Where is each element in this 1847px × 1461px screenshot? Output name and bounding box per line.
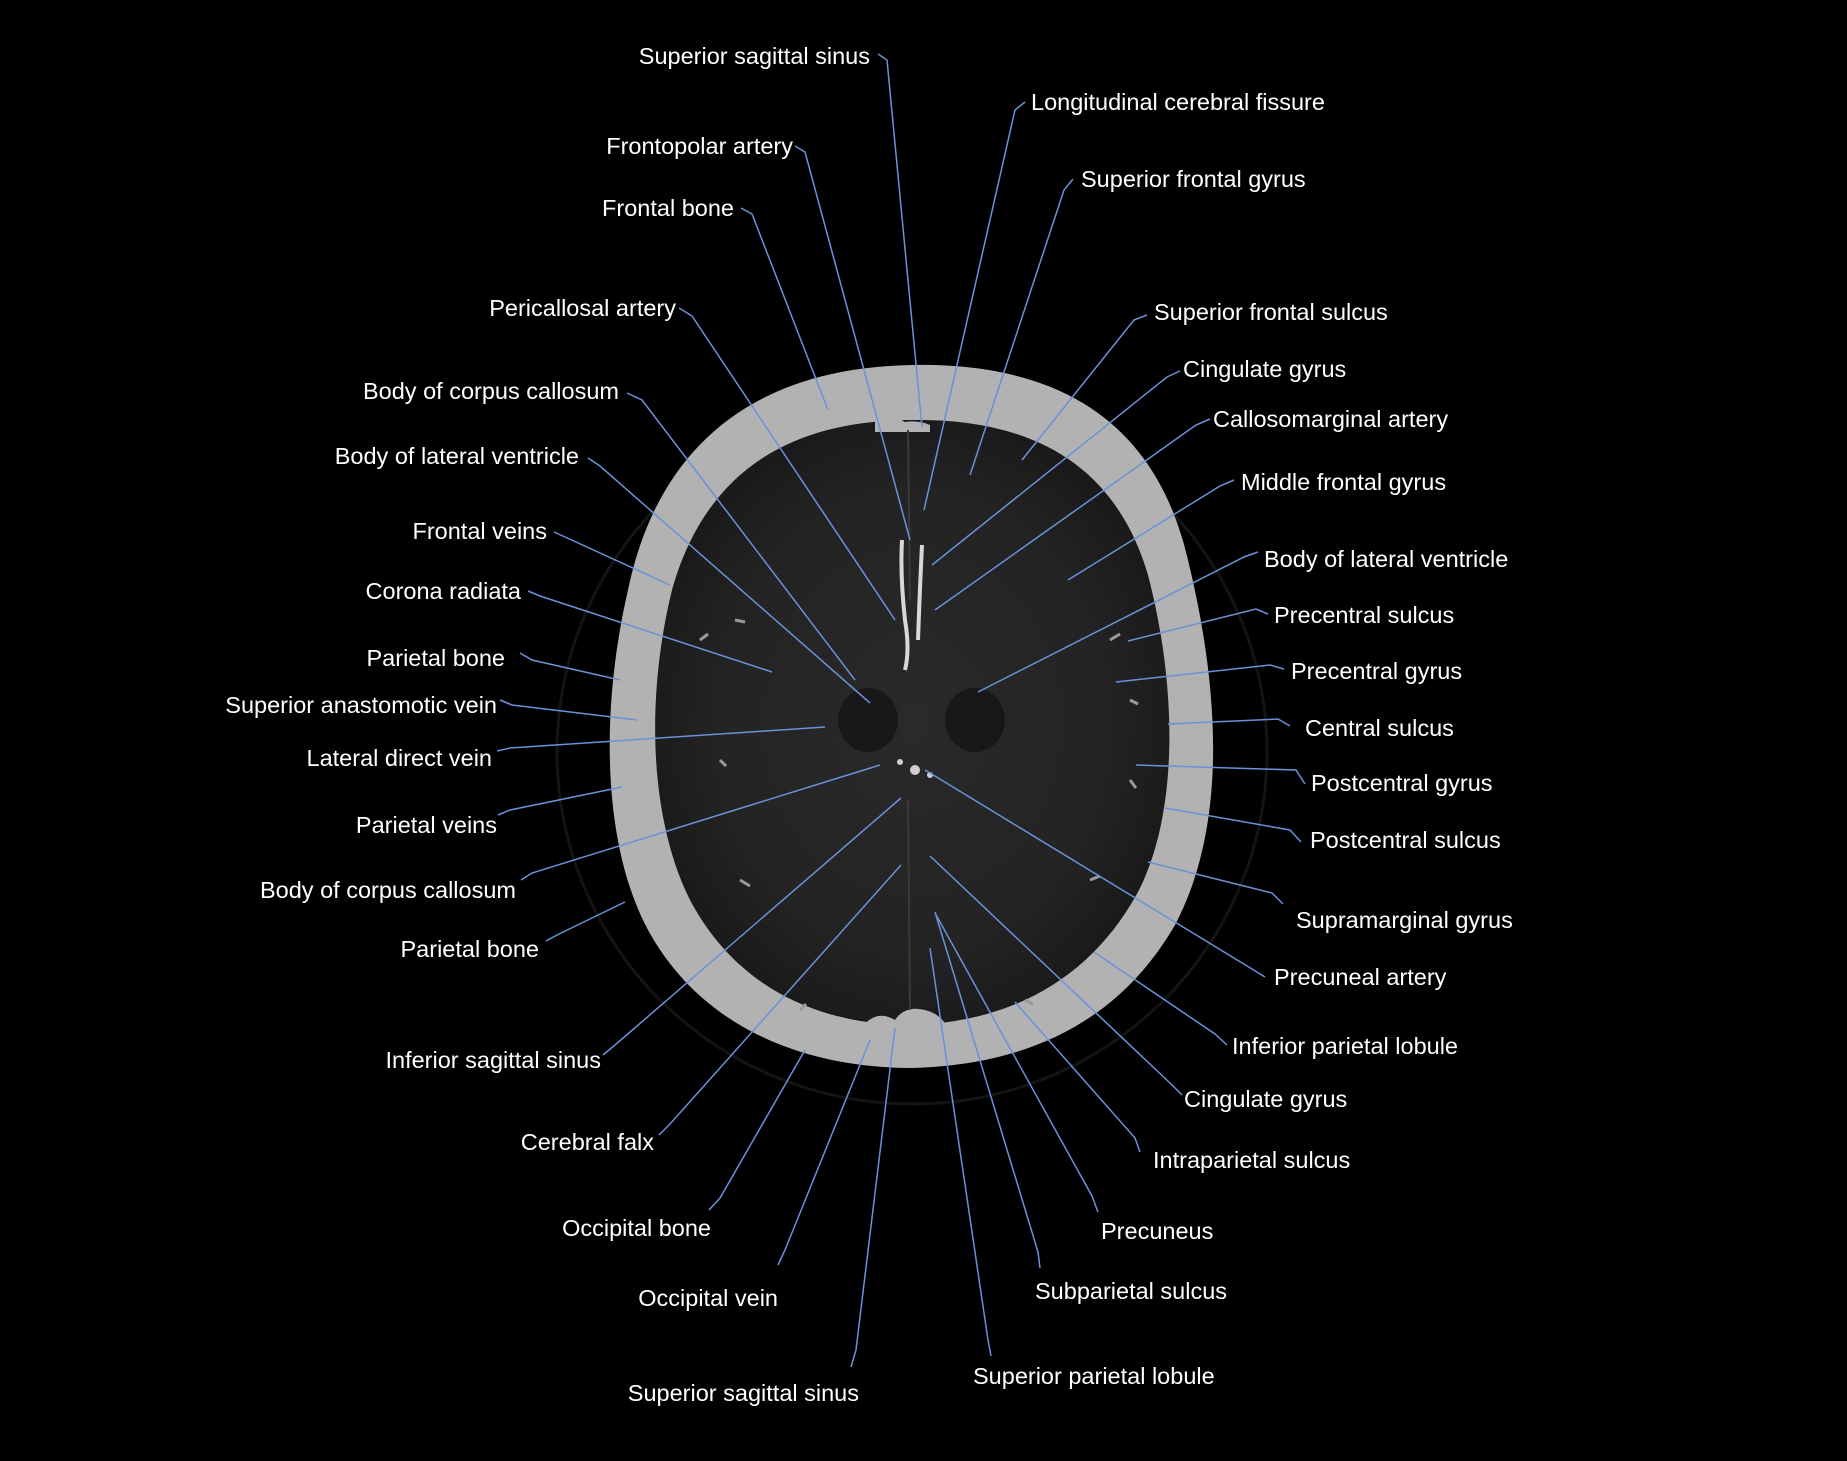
label-callosomarginal-artery: Callosomarginal artery [1213,406,1448,432]
right-ventricle [945,688,1005,752]
label-supramarginal-gyrus: Supramarginal gyrus [1296,907,1513,933]
label-inferior-parietal-lobule: Inferior parietal lobule [1232,1033,1458,1059]
label-cingulate-gyrus-lower: Cingulate gyrus [1184,1086,1347,1112]
label-superior-sagittal-sinus-bottom: Superior sagittal sinus [628,1380,859,1406]
label-superior-frontal-sulcus: Superior frontal sulcus [1154,299,1388,325]
vessel-dot [910,765,920,775]
leader-lines [496,53,1306,1368]
label-body-of-lateral-ventricle-right: Body of lateral ventricle [1264,546,1508,572]
label-precentral-sulcus: Precentral sulcus [1274,602,1454,628]
label-superior-sagittal-sinus-top: Superior sagittal sinus [639,43,870,69]
left-labels: Superior sagittal sinus Frontopolar arte… [225,43,870,1406]
vessel-dot [897,759,903,765]
label-cerebral-falx: Cerebral falx [521,1129,654,1155]
label-occipital-vein: Occipital vein [638,1285,778,1311]
label-corona-radiata: Corona radiata [366,578,522,604]
frontal-notch [875,416,930,432]
label-precuneus: Precuneus [1101,1218,1213,1244]
brain-parenchyma [655,419,1170,1025]
label-precuneal-artery: Precuneal artery [1274,964,1447,990]
label-body-of-corpus-callosum-lower: Body of corpus callosum [260,877,516,903]
label-parietal-veins: Parietal veins [356,812,497,838]
left-ventricle [838,688,898,752]
cortical-vessels [699,618,1139,1012]
label-postcentral-sulcus: Postcentral sulcus [1310,827,1501,853]
label-body-of-lateral-ventricle-left: Body of lateral ventricle [335,443,579,469]
label-parietal-bone-lower: Parietal bone [401,936,540,962]
label-longitudinal-cerebral-fissure: Longitudinal cerebral fissure [1031,89,1325,115]
label-middle-frontal-gyrus: Middle frontal gyrus [1241,469,1446,495]
occipital-bumps [860,1008,950,1040]
label-frontopolar-artery: Frontopolar artery [606,133,793,159]
label-pericallosal-artery: Pericallosal artery [489,295,676,321]
falx-line [907,429,911,1011]
label-cingulate-gyrus-upper: Cingulate gyrus [1183,356,1346,382]
label-frontal-veins: Frontal veins [412,518,547,544]
label-occipital-bone: Occipital bone [562,1215,711,1241]
label-intraparietal-sulcus: Intraparietal sulcus [1153,1147,1350,1173]
label-central-sulcus: Central sulcus [1305,715,1454,741]
label-superior-anastomotic-vein: Superior anastomotic vein [225,692,497,718]
label-precentral-gyrus: Precentral gyrus [1291,658,1462,684]
pericallosal-vessels [899,539,924,671]
label-inferior-sagittal-sinus: Inferior sagittal sinus [385,1047,601,1073]
label-superior-frontal-gyrus: Superior frontal gyrus [1081,166,1306,192]
right-labels: Longitudinal cerebral fissure Superior f… [973,89,1513,1389]
label-frontal-bone: Frontal bone [602,195,734,221]
label-subparietal-sulcus: Subparietal sulcus [1035,1278,1227,1304]
label-parietal-bone-upper: Parietal bone [367,645,506,671]
label-lateral-direct-vein: Lateral direct vein [307,745,493,771]
label-body-of-corpus-callosum-upper: Body of corpus callosum [363,378,619,404]
label-superior-parietal-lobule: Superior parietal lobule [973,1363,1215,1389]
label-postcentral-gyrus: Postcentral gyrus [1311,770,1493,796]
